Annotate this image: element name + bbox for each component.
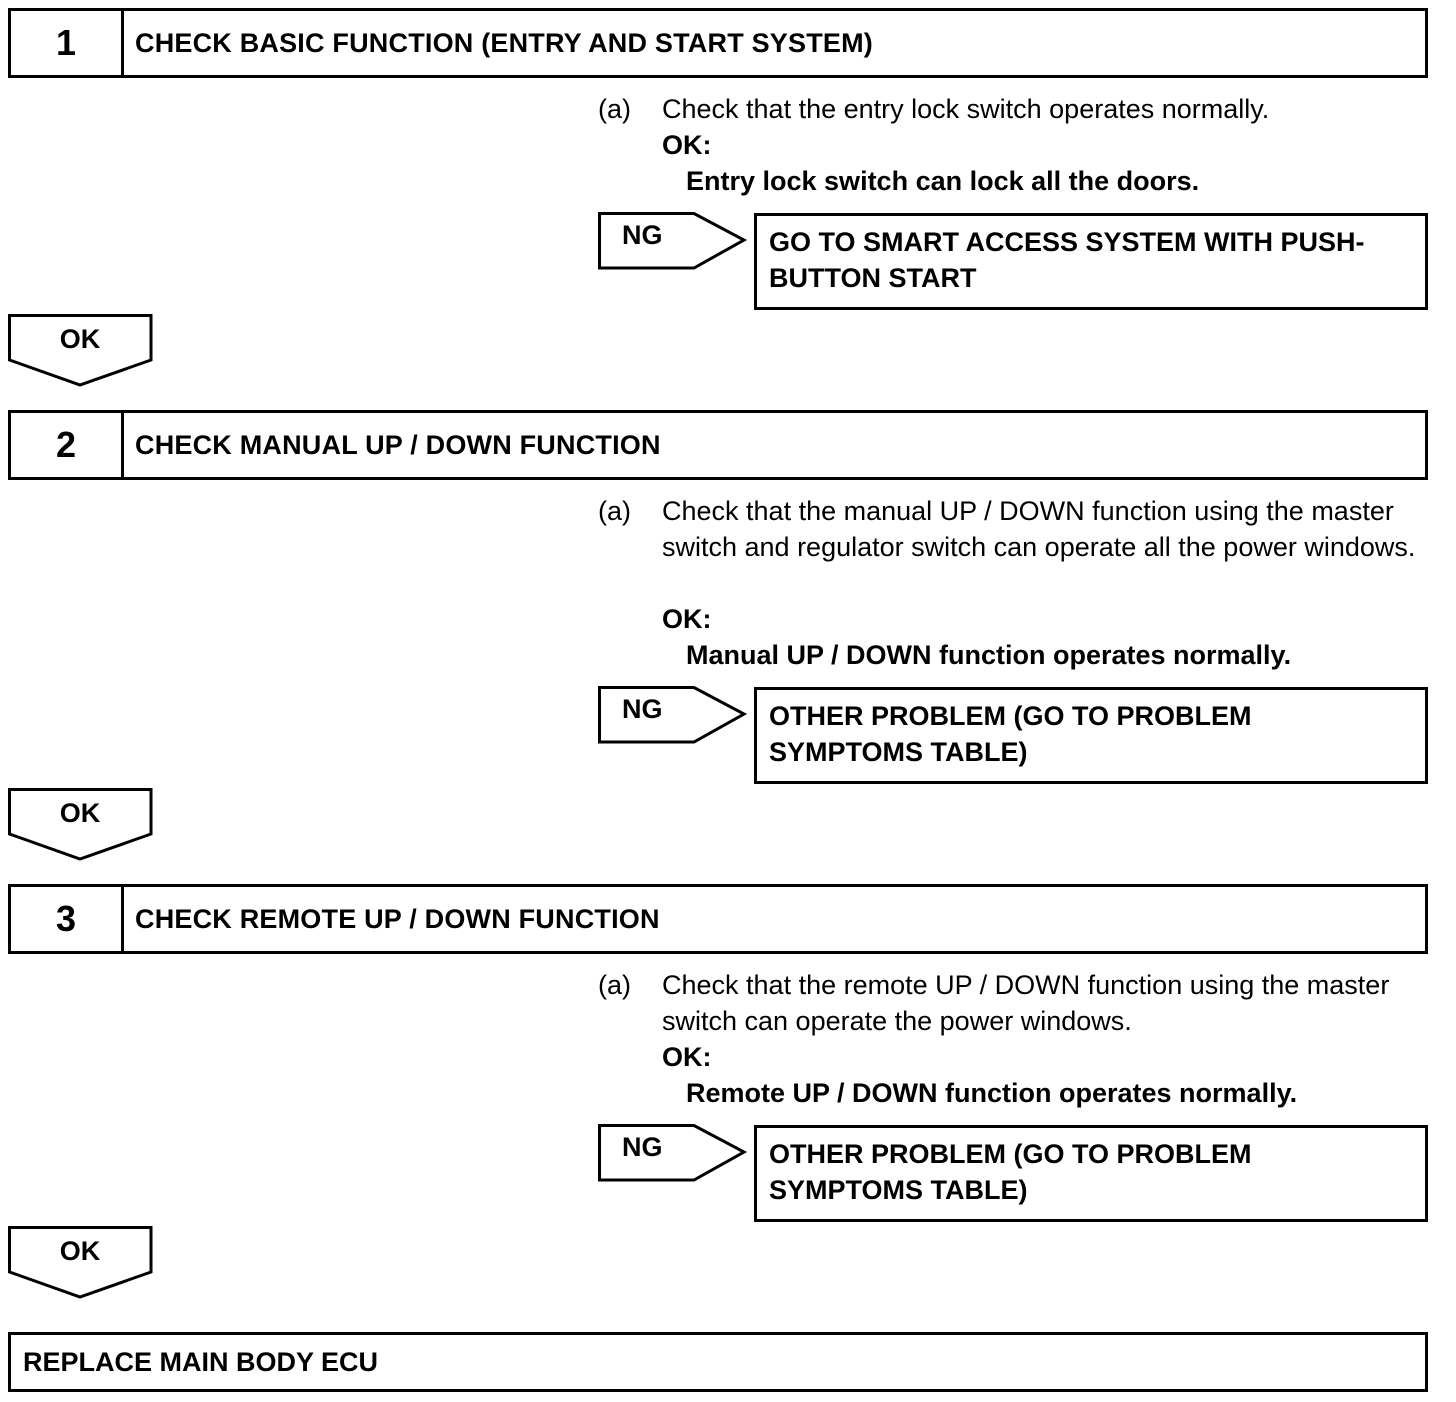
step-title: CHECK REMOTE UP / DOWN FUNCTION: [135, 903, 660, 934]
check-text: Check that the entry lock switch operate…: [662, 94, 1270, 124]
ng-label: NG: [622, 1132, 663, 1162]
ng-label: NG: [622, 220, 663, 250]
step-2-check: (a) Check that the manual UP / DOWN func…: [598, 493, 1428, 677]
check-letter: (a): [598, 970, 631, 1000]
check-letter: (a): [598, 496, 631, 526]
ok-label: OK:: [662, 604, 712, 634]
ng-arrow-shape: [598, 1124, 748, 1182]
ok-arrow-shape: [8, 788, 153, 861]
ok-arrow-label: OK: [59, 798, 101, 828]
step-3-check: (a) Check that the remote UP / DOWN func…: [598, 967, 1428, 1115]
check-text: Check that the remote UP / DOWN function…: [662, 970, 1390, 1036]
check-letter: (a): [598, 94, 631, 124]
ok-description: Remote UP / DOWN function operates norma…: [686, 1078, 1298, 1108]
step-1-check: (a) Check that the entry lock switch ope…: [598, 91, 1428, 203]
step-title: CHECK BASIC FUNCTION (ENTRY AND START SY…: [135, 27, 873, 58]
step-1-ng-result: GO TO SMART ACCESS SYSTEM WITH PUSH-BUTT…: [754, 213, 1428, 310]
ok-description: Entry lock switch can lock all the doors…: [686, 166, 1200, 196]
step-3-header: 3 CHECK REMOTE UP / DOWN FUNCTION: [8, 884, 1428, 954]
ok-arrow-shape: [8, 1226, 153, 1299]
ok-arrow-shape: [8, 314, 153, 387]
step-2-header: 2 CHECK MANUAL UP / DOWN FUNCTION: [8, 410, 1428, 480]
ok-arrow-label: OK: [59, 324, 101, 354]
ng-arrow-shape: [598, 686, 748, 744]
step-2-ok-arrow: OK: [8, 788, 154, 862]
ok-label: OK:: [662, 1042, 712, 1072]
ng-arrow-shape: [598, 212, 748, 270]
step-title: CHECK MANUAL UP / DOWN FUNCTION: [135, 429, 661, 460]
ok-arrow-label: OK: [59, 1236, 101, 1266]
final-step-label: REPLACE MAIN BODY ECU: [23, 1346, 379, 1377]
step-2-ng-result: OTHER PROBLEM (GO TO PROBLEM SYMPTOMS TA…: [754, 687, 1428, 784]
step-3-ng-arrow: NG: [598, 1124, 748, 1182]
step-3-ng-result: OTHER PROBLEM (GO TO PROBLEM SYMPTOMS TA…: [754, 1125, 1428, 1222]
ok-description: Manual UP / DOWN function operates norma…: [686, 640, 1292, 670]
step-number: 3: [11, 887, 124, 951]
step-number: 1: [11, 11, 124, 75]
step-1-header: 1 CHECK BASIC FUNCTION (ENTRY AND START …: [8, 8, 1428, 78]
ng-label: NG: [622, 694, 663, 724]
step-1-ng-arrow: NG: [598, 212, 748, 270]
ok-label: OK:: [662, 130, 712, 160]
step-3-ok-arrow: OK: [8, 1226, 154, 1300]
step-2-ng-arrow: NG: [598, 686, 748, 744]
final-step-box: REPLACE MAIN BODY ECU: [8, 1332, 1428, 1392]
step-1-ok-arrow: OK: [8, 314, 154, 388]
check-text: Check that the manual UP / DOWN function…: [662, 496, 1416, 562]
step-number: 2: [11, 413, 124, 477]
